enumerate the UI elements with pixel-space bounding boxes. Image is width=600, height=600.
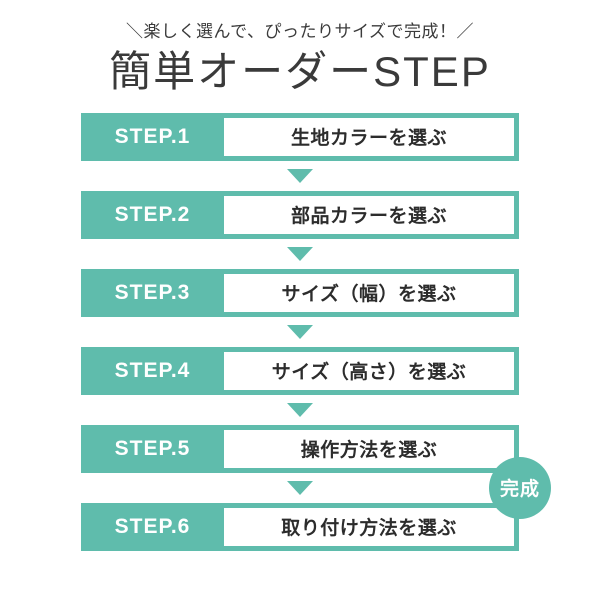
triangle-down-icon	[287, 246, 313, 261]
step-description: サイズ（幅）を選ぶ	[281, 284, 457, 306]
triangle-down-icon	[287, 480, 313, 495]
step-connector-4-5	[81, 395, 519, 425]
step-number-label: STEP.4	[114, 358, 191, 382]
triangle-down-icon	[287, 324, 313, 339]
triangle-down-icon	[287, 168, 313, 183]
step-content-box: 操作方法を選ぶ	[224, 429, 514, 468]
step-row-wrapper-5: STEP.5 操作方法を選ぶ	[81, 424, 519, 473]
step-number-label: STEP.2	[114, 202, 191, 226]
step-connector-1-2	[81, 161, 519, 191]
step-row-wrapper-6: 完成 STEP.6 取り付け方法を選ぶ	[81, 456, 551, 551]
step-content-box: サイズ（幅）を選ぶ	[224, 273, 514, 312]
step-row[interactable]: STEP.5 操作方法を選ぶ	[81, 424, 519, 473]
step-connector-5-6	[81, 473, 519, 503]
triangle-down-icon	[287, 402, 313, 417]
step-connector-3-4	[81, 317, 519, 347]
step-content-box: 取り付け方法を選ぶ	[224, 507, 514, 546]
step-description: サイズ（高さ）を選ぶ	[271, 362, 467, 384]
step-description: 生地カラーを選ぶ	[290, 128, 447, 150]
step-number-label: STEP.5	[114, 436, 191, 460]
step-list: STEP.1 生地カラーを選ぶ STEP.2 部品カラーを選ぶ	[81, 112, 551, 551]
step-description: 部品カラーを選ぶ	[290, 206, 447, 228]
step-number-label: STEP.1	[114, 124, 191, 148]
step-row-wrapper-3: STEP.3 サイズ（幅）を選ぶ	[81, 268, 519, 317]
step-description: 操作方法を選ぶ	[300, 440, 438, 462]
page-header: ＼楽しく選んで、ぴったりサイズで完成！／ 簡単オーダーSTEP	[0, 0, 600, 97]
step-connector-2-3	[81, 239, 519, 269]
completion-badge-label: 完成	[499, 479, 540, 501]
page-title: 簡単オーダーSTEP	[109, 48, 491, 96]
step-row[interactable]: STEP.1 生地カラーを選ぶ	[81, 112, 519, 161]
step-row-wrapper-4: STEP.4 サイズ（高さ）を選ぶ	[81, 346, 519, 395]
step-content-box: 生地カラーを選ぶ	[224, 117, 514, 156]
step-row[interactable]: STEP.2 部品カラーを選ぶ	[81, 190, 519, 239]
step-number-label: STEP.3	[114, 280, 191, 304]
page-subtitle: ＼楽しく選んで、ぴったりサイズで完成！／	[126, 22, 474, 41]
step-number-label: STEP.6	[114, 514, 191, 538]
step-content-box: サイズ（高さ）を選ぶ	[224, 351, 514, 390]
step-content-box: 部品カラーを選ぶ	[224, 195, 514, 234]
step-row-wrapper-2: STEP.2 部品カラーを選ぶ	[81, 190, 519, 239]
step-row[interactable]: STEP.6 取り付け方法を選ぶ	[81, 502, 519, 551]
step-row-wrapper-1: STEP.1 生地カラーを選ぶ	[81, 112, 519, 161]
step-row[interactable]: STEP.4 サイズ（高さ）を選ぶ	[81, 346, 519, 395]
completion-badge-icon: 完成	[489, 456, 551, 519]
step-description: 取り付け方法を選ぶ	[281, 518, 457, 540]
step-row[interactable]: STEP.3 サイズ（幅）を選ぶ	[81, 268, 519, 317]
